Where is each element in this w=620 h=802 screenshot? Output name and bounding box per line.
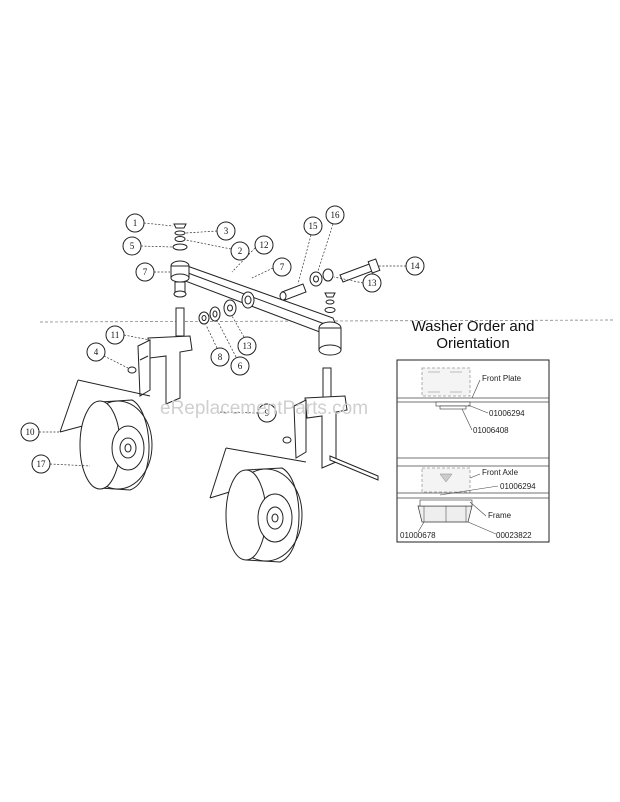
label-part-01006294-b: 01006294: [500, 482, 536, 491]
callout-10: 10: [20, 422, 60, 442]
left-caster-fork: [127, 307, 193, 405]
svg-text:7: 7: [143, 267, 148, 277]
callout-4: 4: [86, 342, 129, 369]
callout-6: 6: [217, 321, 250, 376]
inset-title-line1: Washer Order and: [412, 318, 535, 335]
callout-1: 1: [125, 213, 174, 233]
svg-text:4: 4: [94, 347, 99, 357]
callout-3: 3: [185, 221, 236, 241]
label-frame: Frame: [488, 511, 512, 520]
callout-13-right: 13: [333, 273, 382, 293]
center-washers: [198, 299, 237, 325]
svg-text:14: 14: [411, 261, 421, 271]
left-wheel: [59, 379, 153, 491]
callout-12: 12: [231, 235, 274, 273]
inset-nut-bottom: [417, 505, 473, 523]
callout-9: 9: [217, 403, 277, 423]
callout-2: 2: [185, 239, 250, 261]
watermark: eReplacementParts.com: [160, 398, 368, 419]
svg-text:15: 15: [309, 221, 319, 231]
callout-14: 14: [378, 256, 425, 276]
callout-15: 15: [297, 216, 323, 285]
callout-11: 11: [105, 325, 151, 345]
pivot-bushing-bolt: [279, 258, 381, 301]
label-front-plate: Front Plate: [482, 374, 522, 383]
svg-text:5: 5: [130, 241, 135, 251]
callout-7-right: 7: [251, 257, 292, 279]
svg-text:17: 17: [37, 459, 47, 469]
svg-text:8: 8: [218, 352, 223, 362]
kingpin-hardware-right: [324, 292, 336, 313]
svg-text:1: 1: [133, 218, 138, 228]
svg-text:9: 9: [265, 408, 270, 418]
label-part-00023822: 00023822: [496, 531, 532, 540]
callout-8: 8: [205, 324, 230, 367]
svg-text:2: 2: [238, 246, 243, 256]
inset-title-line2: Orientation: [436, 335, 509, 352]
svg-text:12: 12: [260, 240, 269, 250]
svg-text:7: 7: [280, 262, 285, 272]
callout-17: 17: [31, 454, 91, 474]
label-part-01000678: 01000678: [400, 531, 436, 540]
callout-5: 5: [122, 236, 173, 256]
label-front-axle: Front Axle: [482, 468, 519, 477]
inset-frame: [396, 359, 550, 543]
svg-text:11: 11: [111, 330, 120, 340]
inset-nut-top: [421, 367, 471, 397]
washer-order-inset: Washer Order and Orientation Front Plate…: [396, 318, 550, 543]
right-caster-fork: [282, 367, 379, 481]
svg-text:16: 16: [331, 210, 341, 220]
callout-13-center: 13: [231, 315, 257, 356]
svg-text:13: 13: [368, 278, 378, 288]
svg-text:3: 3: [224, 226, 229, 236]
right-wheel: [209, 447, 307, 563]
svg-text:6: 6: [238, 361, 243, 371]
svg-text:10: 10: [26, 427, 36, 437]
callout-16: 16: [317, 205, 345, 272]
label-part-01006294-a: 01006294: [489, 409, 525, 418]
callout-7-left: 7: [135, 262, 170, 282]
svg-text:13: 13: [243, 341, 253, 351]
label-part-01006408: 01006408: [473, 426, 509, 435]
kingpin-hardware-left: [172, 223, 188, 298]
